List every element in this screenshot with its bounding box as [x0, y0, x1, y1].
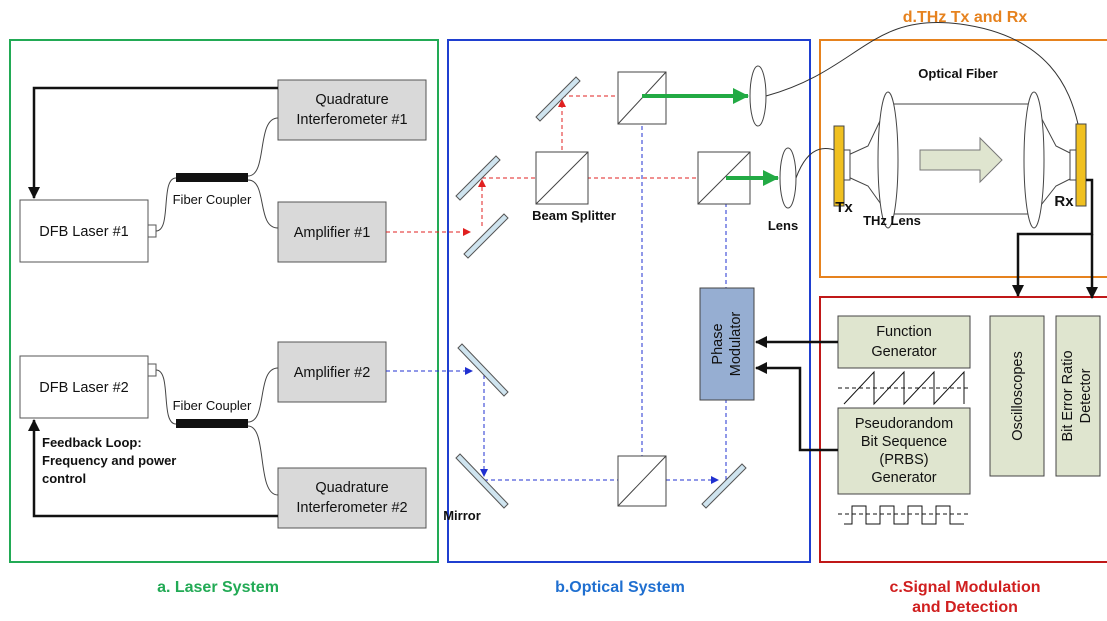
quadrature-interferometer-1 — [277, 79, 427, 141]
dfb-laser-1 — [19, 199, 149, 263]
ber-label-line1: Bit Error Ratio — [1060, 350, 1076, 441]
qi1-label-line1: Quadrature — [315, 92, 388, 108]
ber-label-line2: Detector — [1078, 368, 1094, 423]
tx-emitter — [833, 125, 845, 207]
ber-detector — [1055, 315, 1101, 477]
optical-fiber-middle — [795, 148, 841, 179]
prbs-line2: Bit Sequence — [861, 434, 947, 450]
fiber-coupler-1 — [176, 173, 248, 182]
qi2-label-line1: Quadrature — [315, 480, 388, 496]
prbs-to-modulator — [755, 362, 838, 452]
feedback-label-line2: Frequency and power — [42, 453, 176, 468]
thz-title: d.THz Tx and Rx — [903, 9, 1028, 26]
function-generator-line2: Generator — [871, 344, 936, 360]
prbs-generator — [837, 407, 971, 495]
function-generator-line1: Function — [876, 324, 932, 340]
mirror-elements — [455, 76, 747, 509]
lens-middle — [779, 147, 797, 209]
dfb-laser-2-port — [147, 363, 157, 377]
thz-lens-label: THz Lens — [863, 213, 921, 228]
thz-beam — [845, 103, 1077, 215]
thz-propagation-arrow — [919, 136, 1003, 184]
amplifier-1 — [277, 201, 387, 263]
optical-system-frame — [447, 39, 811, 563]
optical-system-title: b.Optical System — [555, 579, 685, 596]
prbs-line4: Generator — [871, 470, 936, 486]
laser-fibers — [155, 117, 279, 496]
qi2-label-line2: Interferometer #2 — [296, 500, 407, 516]
dfb-laser-1-port — [147, 224, 157, 238]
function-generator — [837, 315, 971, 369]
lens-label: Lens — [768, 218, 798, 233]
phase-modulator-line1: Phase — [710, 323, 726, 364]
beam-splitter-label: Beam Splitter — [532, 208, 616, 223]
dfb-laser-2 — [19, 355, 149, 419]
signal-title-line1: c.Signal Modulation — [889, 579, 1040, 596]
fiber-coupler-1-label: Fiber Coupler — [173, 192, 252, 207]
fiber-coupler-2 — [176, 419, 248, 428]
phase-modulator-line2: Modulator — [728, 312, 744, 377]
qi1-label-line2: Interferometer #1 — [296, 112, 407, 128]
tx-label: Tx — [835, 199, 853, 216]
dfb-laser-2-label: DFB Laser #2 — [39, 380, 128, 396]
optical-fiber-top — [765, 22, 1079, 125]
signal-title-line2: and Detection — [912, 599, 1018, 616]
thz-lens-left — [877, 91, 899, 229]
tx-backing — [843, 149, 851, 181]
sawtooth-waveform — [838, 370, 970, 406]
feedback-label-line1: Feedback Loop: — [42, 435, 142, 450]
thz-lens-right — [1023, 91, 1045, 229]
oscilloscopes — [989, 315, 1045, 477]
rx-emitter — [1075, 123, 1087, 207]
square-waveform — [838, 505, 970, 525]
laser-system-frame — [9, 39, 439, 563]
prbs-line3: (PRBS) — [879, 452, 928, 468]
lens-top — [749, 65, 767, 127]
rx-label: Rx — [1054, 193, 1074, 210]
oscilloscopes-label: Oscilloscopes — [1010, 351, 1026, 440]
amplifier-2 — [277, 341, 387, 403]
rx-backing — [1069, 149, 1077, 181]
dfb-laser-1-label: DFB Laser #1 — [39, 224, 128, 240]
signal-frame — [819, 296, 1107, 563]
laser-system-title: a. Laser System — [157, 579, 279, 596]
prbs-line1: Pseudorandom — [855, 416, 953, 432]
quadrature-interferometer-2 — [277, 467, 427, 529]
amplifier-1-label: Amplifier #1 — [294, 225, 371, 241]
feedback-loop-2 — [28, 419, 278, 518]
mirror-label: Mirror — [443, 508, 481, 523]
amplifier-2-label: Amplifier #2 — [294, 365, 371, 381]
phase-modulator — [699, 287, 755, 401]
thz-frame — [819, 39, 1107, 278]
feedback-label-line3: control — [42, 471, 86, 486]
fiber-coupler-2-label: Fiber Coupler — [173, 398, 252, 413]
feedback-loop-1 — [28, 86, 278, 199]
optical-fiber-label: Optical Fiber — [918, 66, 997, 81]
